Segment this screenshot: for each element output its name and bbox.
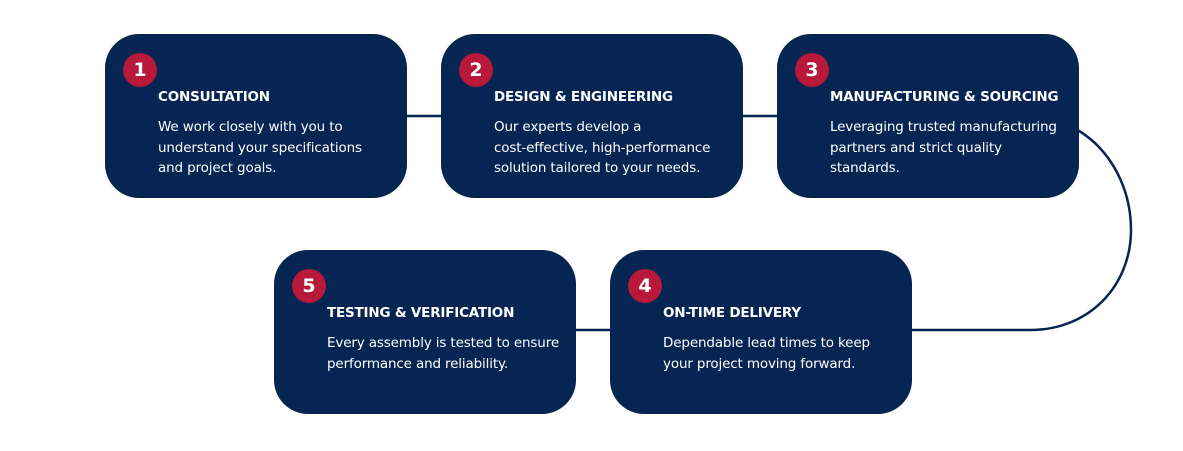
step-title: CONSULTATION: [158, 89, 270, 105]
step-title: TESTING & VERIFICATION: [327, 305, 515, 321]
step-description-line: We work closely with you to: [158, 119, 343, 135]
step-description-line: understand your specifications: [158, 139, 362, 156]
step-description-line: and project goals.: [158, 160, 277, 176]
step-description-line: Dependable lead times to keep: [663, 335, 870, 351]
step-description: Leveraging trusted manufacturing partner…: [830, 117, 1075, 179]
step-title: DESIGN & ENGINEERING: [494, 89, 673, 105]
step-description-line: Every assembly is tested to ensure: [327, 335, 559, 351]
step-number-badge: 2: [459, 53, 493, 87]
step-card-consultation: 1 CONSULTATION We work closely with you …: [105, 34, 407, 198]
step-description: Dependable lead times to keep your proje…: [663, 333, 908, 374]
step-description-line: cost-effective, high-performance: [494, 139, 711, 156]
step-description-line: Leveraging trusted manufacturing: [830, 119, 1057, 135]
step-description: Our experts develop a cost-effective, hi…: [494, 117, 739, 179]
step-description-line: performance and reliability.: [327, 355, 509, 372]
step-title: ON-TIME DELIVERY: [663, 305, 801, 321]
step-number-badge: 3: [795, 53, 829, 87]
step-description-line: standards.: [830, 160, 900, 176]
step-card-design-engineering: 2 DESIGN & ENGINEERING Our experts devel…: [441, 34, 743, 198]
step-number-badge: 1: [123, 53, 157, 87]
step-description-line: solution tailored to your needs.: [494, 160, 701, 176]
connector-3-4-curve: [910, 127, 1133, 332]
step-card-testing-verification: 5 TESTING & VERIFICATION Every assembly …: [274, 250, 576, 414]
step-card-on-time-delivery: 4 ON-TIME DELIVERY Dependable lead times…: [610, 250, 912, 414]
step-description: We work closely with you to understand y…: [158, 117, 403, 179]
step-description: Every assembly is tested to ensure perfo…: [327, 333, 572, 374]
step-description-line: your project moving forward.: [663, 355, 856, 372]
step-number-badge: 5: [292, 269, 326, 303]
step-title: MANUFACTURING & SOURCING: [830, 89, 1059, 105]
step-card-manufacturing-sourcing: 3 MANUFACTURING & SOURCING Leveraging tr…: [777, 34, 1079, 198]
step-description-line: partners and strict quality: [830, 139, 1002, 156]
step-description-line: Our experts develop a: [494, 119, 642, 135]
step-number-badge: 4: [628, 269, 662, 303]
